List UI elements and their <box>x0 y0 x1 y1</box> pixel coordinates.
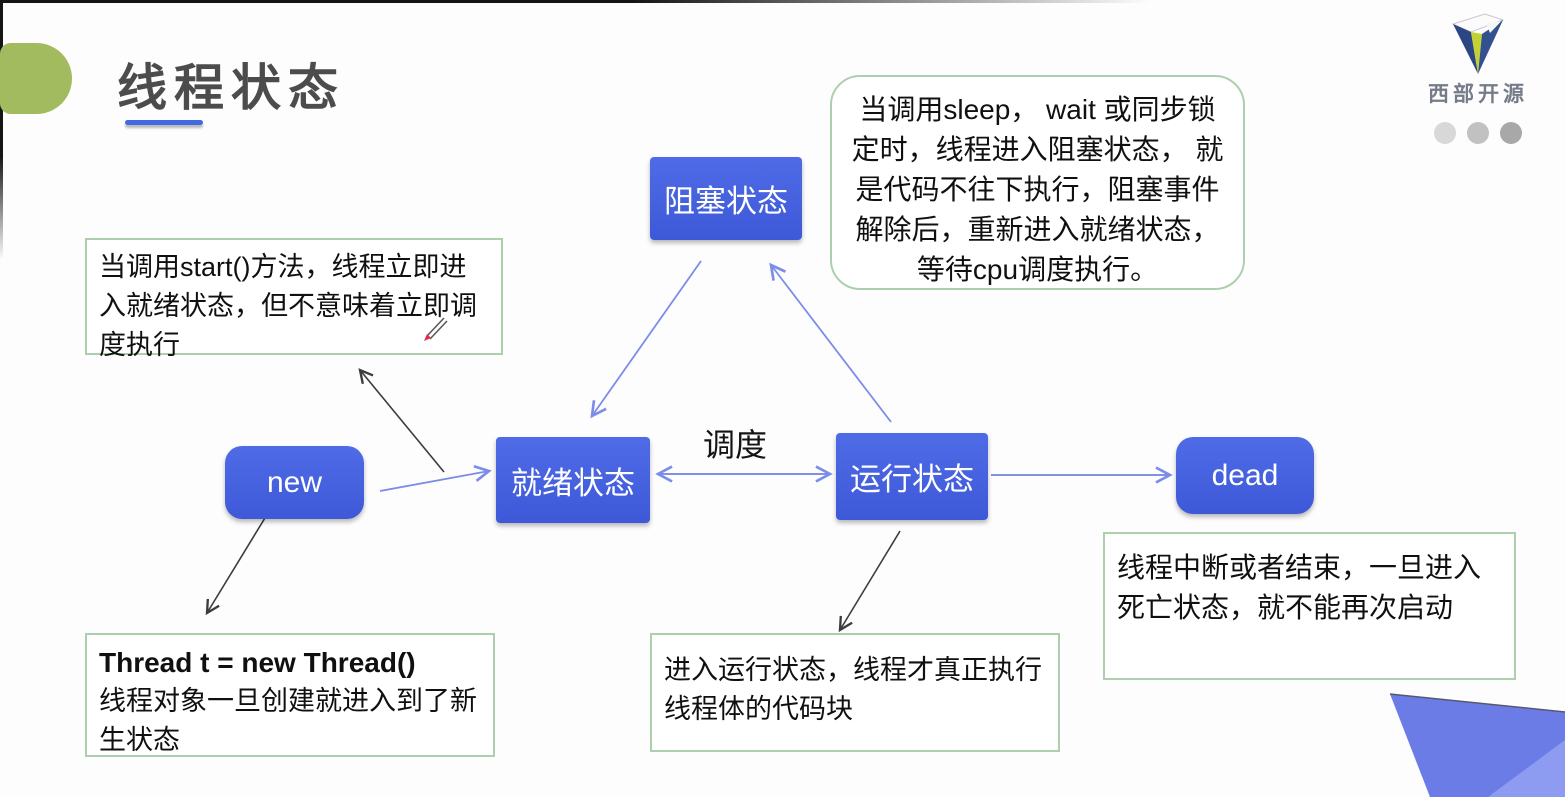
arrow-new-to-ready <box>379 464 492 492</box>
arrow-ready-to-start-note <box>358 368 445 473</box>
note-dead-explanation: 线程中断或者结束，一旦进入死亡状态，就不能再次启动 <box>1103 532 1516 680</box>
brand-name: 西部开源 <box>1428 83 1528 106</box>
dot-icon <box>1500 122 1522 144</box>
node-new-state: new <box>225 446 364 519</box>
thread-code-text: Thread t = new Thread() <box>99 647 416 678</box>
pagination-dots <box>1403 122 1553 144</box>
arrow-blocked-to-ready <box>590 260 702 419</box>
pen-cursor-icon <box>424 317 448 341</box>
title-accent-shape <box>0 43 72 114</box>
note-new-explanation: Thread t = new Thread() 线程对象一旦创建就进入到了新生状… <box>85 633 495 757</box>
page-title: 线程状态 <box>117 60 345 116</box>
note-running-explanation: 进入运行状态，线程才真正执行线程体的代码块 <box>650 633 1060 752</box>
node-ready-state: 就绪状态 <box>496 437 650 523</box>
arrow-running-to-running-note <box>838 530 901 633</box>
node-dead-state: dead <box>1176 437 1314 514</box>
note-blocked-explanation: 当调用sleep， wait 或同步锁定时，线程进入阻塞状态， 就是代码不往下执… <box>830 75 1245 290</box>
thread-note-text: 线程对象一旦创建就进入到了新生状态 <box>99 686 477 755</box>
frame-edge-top <box>0 0 1150 3</box>
frame-edge-left <box>0 0 3 260</box>
schedule-edge-label: 调度 <box>703 427 768 463</box>
node-blocked-state: 阻塞状态 <box>650 157 802 240</box>
corner-triangle-decoration <box>1389 693 1565 797</box>
dot-icon <box>1467 122 1489 144</box>
arrow-running-to-blocked <box>769 262 892 423</box>
brand-logo: 西部开源 <box>1403 12 1553 144</box>
node-running-state: 运行状态 <box>836 433 988 520</box>
arrow-new-to-thread-note <box>205 512 269 616</box>
brand-triangle-icon <box>1451 13 1505 74</box>
title-underline <box>125 120 203 125</box>
dot-icon <box>1434 122 1456 144</box>
